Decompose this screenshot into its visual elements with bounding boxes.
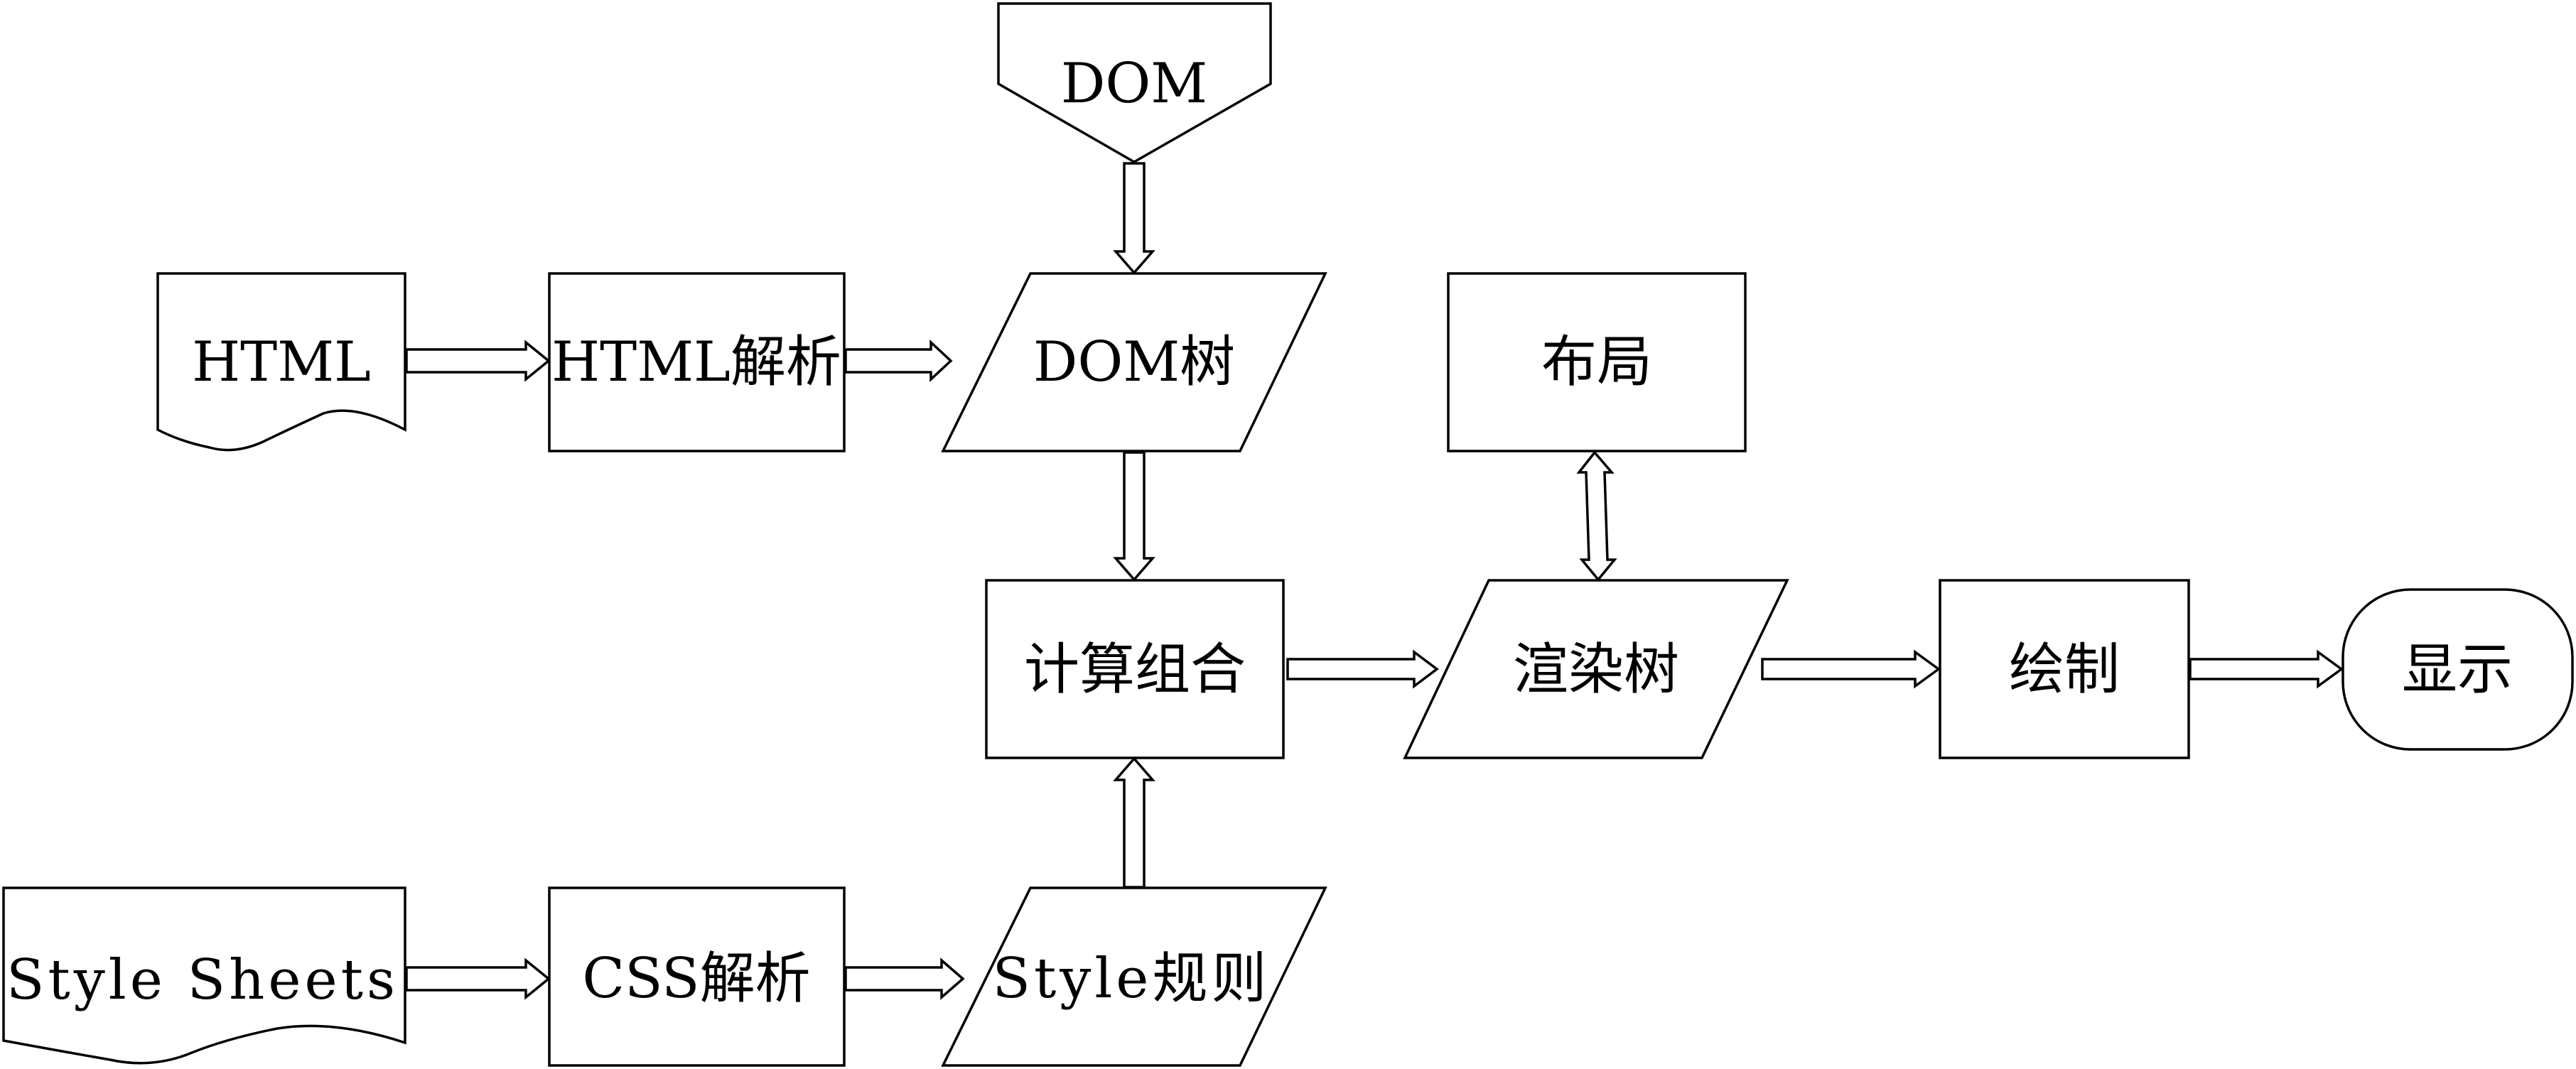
arrow-dom-to-dom-tree [1113, 162, 1155, 275]
node-layout: 布局 [1447, 272, 1747, 452]
node-dom-tree-label: DOM树 [1033, 330, 1235, 394]
node-compute-combine: 计算组合 [985, 579, 1285, 759]
node-style-sheets-document: Style Sheets [2, 886, 406, 1065]
node-dom-input: DOM [997, 2, 1272, 164]
node-layout-label: 布局 [1541, 330, 1652, 394]
arrow-html-parse-to-dom-tree [844, 339, 953, 383]
node-render-tree-label: 渲染树 [1513, 638, 1679, 702]
node-html-document: HTML [156, 272, 406, 452]
node-style-rules: Style规则 [941, 886, 1327, 1067]
node-html-document-label: HTML [192, 330, 371, 394]
arrow-render-tree-layout-bidirectional [1576, 450, 1617, 582]
arrow-html-to-html-parse [405, 340, 551, 382]
node-display: 显示 [2341, 588, 2574, 751]
arrow-css-parse-to-style-rules [844, 957, 965, 1000]
node-css-parse-label: CSS解析 [582, 947, 810, 1011]
node-html-parse: HTML解析 [548, 272, 846, 452]
node-style-rules-label: Style规则 [993, 947, 1271, 1011]
arrow-paint-to-display [2189, 649, 2344, 689]
node-paint: 绘制 [1939, 579, 2190, 759]
node-style-sheets-label: Style Sheets [6, 948, 399, 1012]
node-display-label: 显示 [2402, 638, 2513, 702]
node-html-parse-label: HTML解析 [551, 330, 841, 394]
arrow-style-sheets-to-css-parse [405, 957, 551, 1000]
node-paint-label: 绘制 [2009, 638, 2120, 702]
node-compute-combine-label: 计算组合 [1024, 638, 1246, 702]
arrow-style-rules-to-compute [1113, 756, 1155, 889]
node-dom-tree: DOM树 [941, 272, 1327, 452]
arrow-render-tree-to-paint [1761, 649, 1941, 689]
arrow-compute-to-render-tree [1286, 649, 1439, 689]
node-css-parse: CSS解析 [548, 886, 846, 1067]
node-render-tree: 渲染树 [1403, 579, 1789, 759]
node-dom-input-label: DOM [1061, 52, 1207, 116]
arrow-dom-tree-to-compute [1113, 451, 1155, 582]
